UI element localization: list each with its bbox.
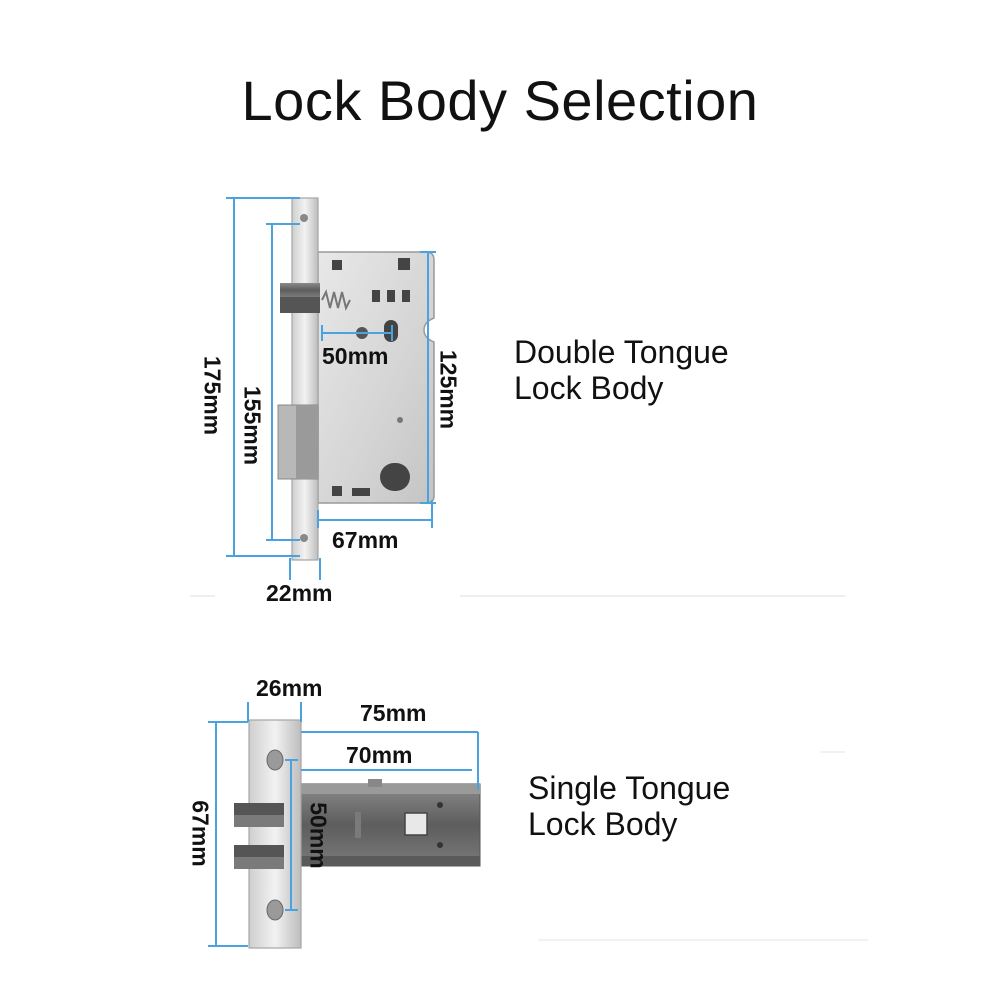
dim-155mm: 155mm (239, 385, 266, 466)
single-tongue-label-line-1: Single Tongue (528, 770, 731, 806)
double-tongue-label-line-1: Double Tongue (514, 334, 729, 370)
double-tongue-dimension-lines (226, 197, 436, 580)
dim-50mm: 50mm (322, 343, 389, 369)
dim-26mm: 26mm (256, 675, 323, 701)
dim-22mm: 22mm (266, 580, 333, 606)
double-tongue-label-line-2: Lock Body (514, 370, 664, 406)
dim-67mm-height: 67mm (187, 800, 214, 867)
dim-125mm: 125mm (435, 349, 462, 430)
single-tongue-lock-illustration (234, 719, 481, 949)
dim-75mm: 75mm (360, 700, 427, 726)
dim-175mm: 175mm (199, 355, 226, 436)
double-tongue-label: Double Tongue Lock Body (514, 334, 729, 406)
single-tongue-label-line-2: Lock Body (528, 806, 678, 842)
dim-70mm: 70mm (346, 742, 413, 768)
single-tongue-label: Single Tongue Lock Body (528, 770, 730, 842)
double-tongue-lock-illustration (277, 197, 435, 561)
page-title: Lock Body Selection (241, 69, 759, 132)
single-tongue-dimension-lines (208, 702, 479, 947)
dim-67mm: 67mm (332, 527, 399, 553)
dim-50mm-holes: 50mm (305, 802, 332, 869)
